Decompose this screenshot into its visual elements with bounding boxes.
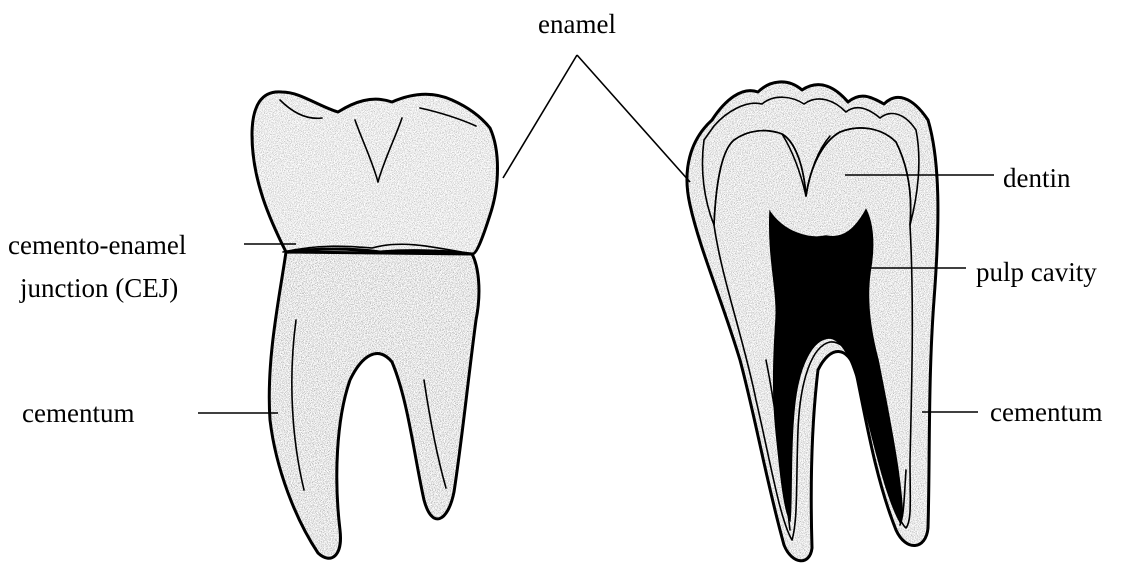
label-enamel: enamel xyxy=(538,9,616,39)
label-cej-line1: cemento-enamel xyxy=(8,230,186,260)
enamel-leader-right xyxy=(577,55,690,182)
molar-cross-section-illustration xyxy=(687,82,938,561)
label-dentin: dentin xyxy=(1003,163,1071,193)
label-cementum-right: cementum xyxy=(990,397,1102,427)
molar-exterior-illustration xyxy=(252,92,498,558)
enamel-leader-left xyxy=(503,55,577,178)
label-pulp-cavity: pulp cavity xyxy=(976,257,1097,287)
label-cementum-left: cementum xyxy=(22,398,134,428)
label-cej-line2: junction (CEJ) xyxy=(19,273,178,303)
